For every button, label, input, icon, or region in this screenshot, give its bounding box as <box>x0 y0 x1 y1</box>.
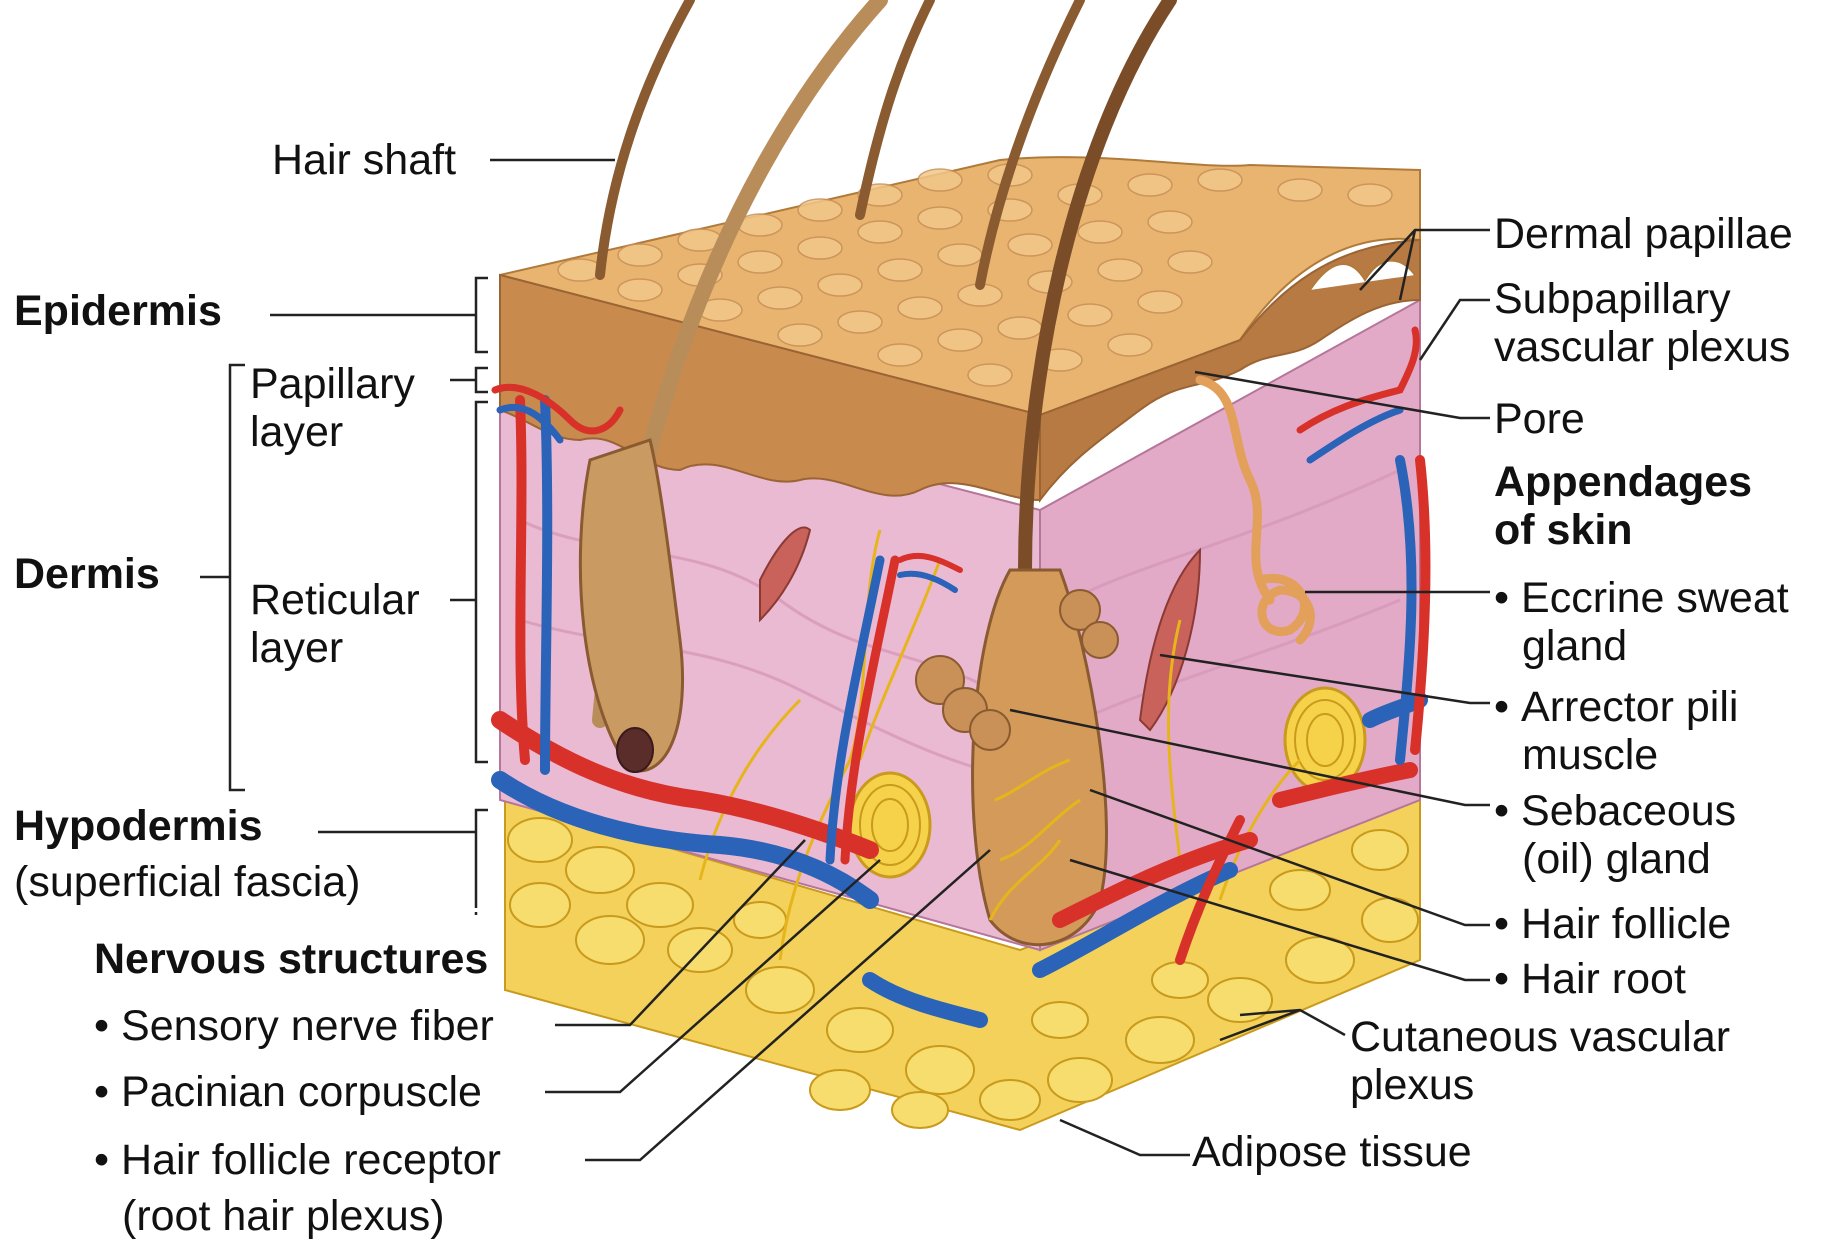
label-hair-follicle: Hair follicle <box>1494 900 1731 948</box>
label-hair-follicle-receptor-text: Hair follicle receptor <box>121 1136 501 1184</box>
label-sebaceous-gland: Sebaceous (oil) gland <box>1494 787 1736 883</box>
label-adipose-tissue: Adipose tissue <box>1192 1128 1472 1176</box>
label-appendages-line-1: Appendages <box>1494 458 1752 506</box>
label-epidermis: Epidermis <box>14 287 222 335</box>
label-arrector-pili-muscle: Arrector pili muscle <box>1494 683 1738 779</box>
label-arrector-line-2: muscle <box>1494 731 1738 779</box>
label-hair-follicle-receptor: Hair follicle receptor <box>94 1136 501 1184</box>
label-reticular-layer: Reticular layer <box>250 576 420 672</box>
label-cutaneous-vascular-plexus: Cutaneous vascular plexus <box>1350 1013 1730 1109</box>
label-arrector-line-1: Arrector pili <box>1494 683 1738 731</box>
label-root-hair-plexus: (root hair plexus) <box>122 1192 445 1240</box>
label-pore: Pore <box>1494 395 1585 443</box>
label-pacinian-corpuscle-text: Pacinian corpuscle <box>121 1068 482 1116</box>
label-hair-root: Hair root <box>1494 955 1686 1003</box>
label-reticular-line-2: layer <box>250 624 420 672</box>
label-eccrine-line-1: Eccrine sweat <box>1494 574 1789 622</box>
label-eccrine-sweat-gland: Eccrine sweat gland <box>1494 574 1789 670</box>
label-hair-follicle-text: Hair follicle <box>1521 900 1731 948</box>
label-arrector-line-1-text: Arrector pili <box>1521 683 1738 731</box>
label-sebaceous-line-2: (oil) gland <box>1494 835 1736 883</box>
label-papillary-line-2: layer <box>250 408 415 456</box>
label-reticular-line-1: Reticular <box>250 576 420 624</box>
label-subpapillary-line-1: Subpapillary <box>1494 275 1790 323</box>
label-papillary-layer: Papillary layer <box>250 360 415 456</box>
label-sensory-nerve-fiber: Sensory nerve fiber <box>94 1002 494 1050</box>
label-cutaneous-line-1: Cutaneous vascular <box>1350 1013 1730 1061</box>
label-eccrine-line-2: gland <box>1494 622 1789 670</box>
label-subpapillary-line-2: vascular plexus <box>1494 323 1790 371</box>
label-subpapillary-vascular-plexus: Subpapillary vascular plexus <box>1494 275 1790 371</box>
label-dermis: Dermis <box>14 550 160 598</box>
label-papillary-line-1: Papillary <box>250 360 415 408</box>
label-hair-root-text: Hair root <box>1521 955 1686 1003</box>
label-hair-shaft: Hair shaft <box>272 136 456 184</box>
label-eccrine-line-1-text: Eccrine sweat <box>1521 574 1789 622</box>
label-cutaneous-line-2: plexus <box>1350 1061 1730 1109</box>
label-sensory-nerve-fiber-text: Sensory nerve fiber <box>121 1002 494 1050</box>
label-superficial-fascia: (superficial fascia) <box>14 858 361 906</box>
label-dermal-papillae: Dermal papillae <box>1494 210 1793 258</box>
label-nervous-structures: Nervous structures <box>94 935 488 983</box>
label-hypodermis: Hypodermis <box>14 802 263 850</box>
label-appendages-line-2: of skin <box>1494 506 1752 554</box>
label-pacinian-corpuscle: Pacinian corpuscle <box>94 1068 482 1116</box>
label-sebaceous-line-1-text: Sebaceous <box>1521 787 1736 835</box>
label-sebaceous-line-1: Sebaceous <box>1494 787 1736 835</box>
label-appendages-of-skin: Appendages of skin <box>1494 458 1752 554</box>
